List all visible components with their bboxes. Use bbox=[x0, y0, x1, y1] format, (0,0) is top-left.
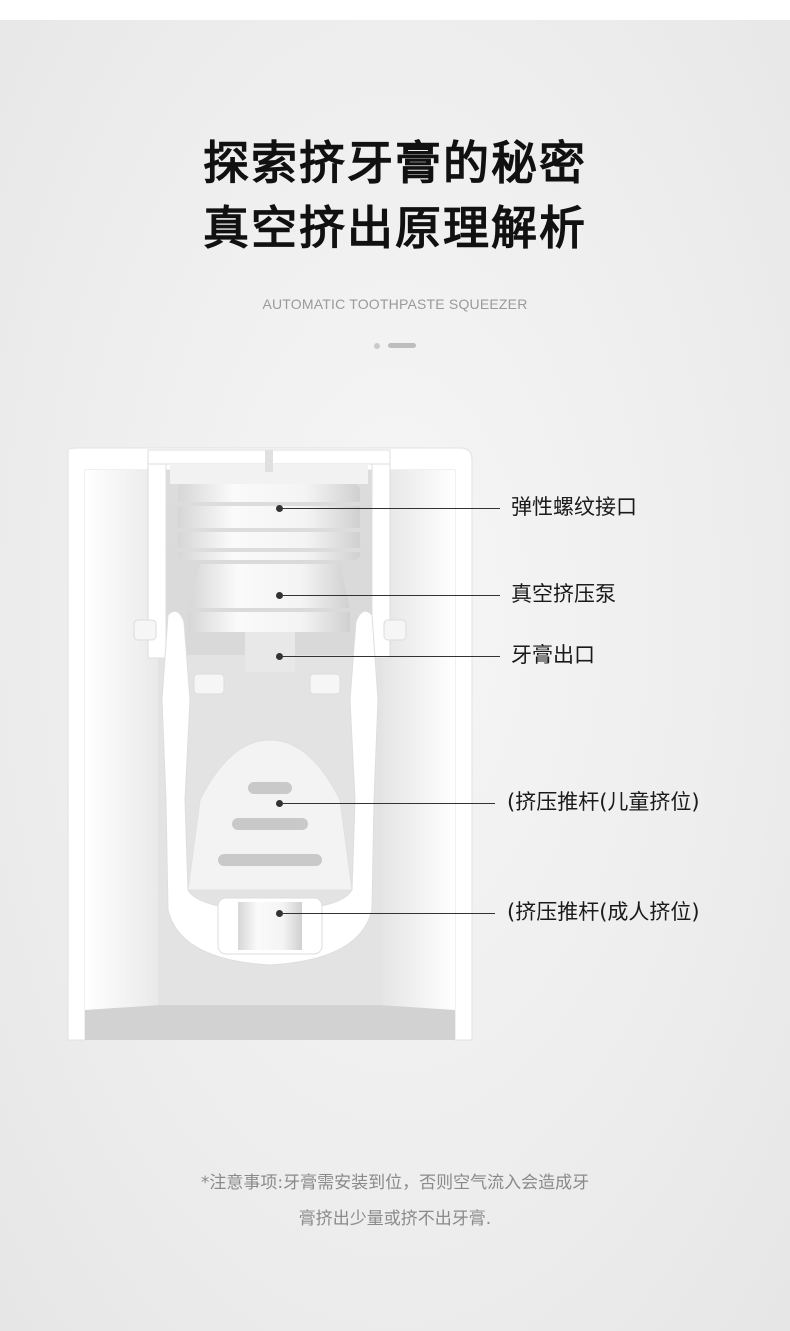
dispenser-illustration bbox=[67, 447, 473, 1041]
pager-dot-active bbox=[388, 343, 416, 348]
page-title-line1: 探索挤牙膏的秘密 bbox=[203, 136, 587, 190]
callout-line-adult-lever bbox=[279, 913, 495, 914]
note-line1: *注意事项:牙膏需安装到位，否则空气流入会造成牙 bbox=[200, 1173, 590, 1193]
callout-line-child-lever bbox=[279, 803, 495, 804]
label-vacuum-pump: 真空挤压泵 bbox=[511, 582, 616, 606]
callout-line-outlet bbox=[279, 656, 500, 657]
callout-line-connector bbox=[279, 508, 500, 509]
callout-line-pump bbox=[279, 595, 500, 596]
page-subtitle: AUTOMATIC TOOTHPASTE SQUEEZER bbox=[262, 296, 528, 312]
page-title-line2: 真空挤出原理解析 bbox=[203, 201, 587, 255]
label-child-lever: (挤压推杆(儿童挤位) bbox=[507, 790, 700, 814]
pager-dot bbox=[374, 343, 380, 349]
label-elastic-thread-connector: 弹性螺纹接口 bbox=[511, 495, 637, 519]
label-adult-lever: (挤压推杆(成人挤位) bbox=[507, 900, 700, 924]
label-toothpaste-outlet: 牙膏出口 bbox=[511, 643, 595, 667]
note-line2: 膏挤出少量或挤不出牙膏. bbox=[298, 1209, 492, 1229]
